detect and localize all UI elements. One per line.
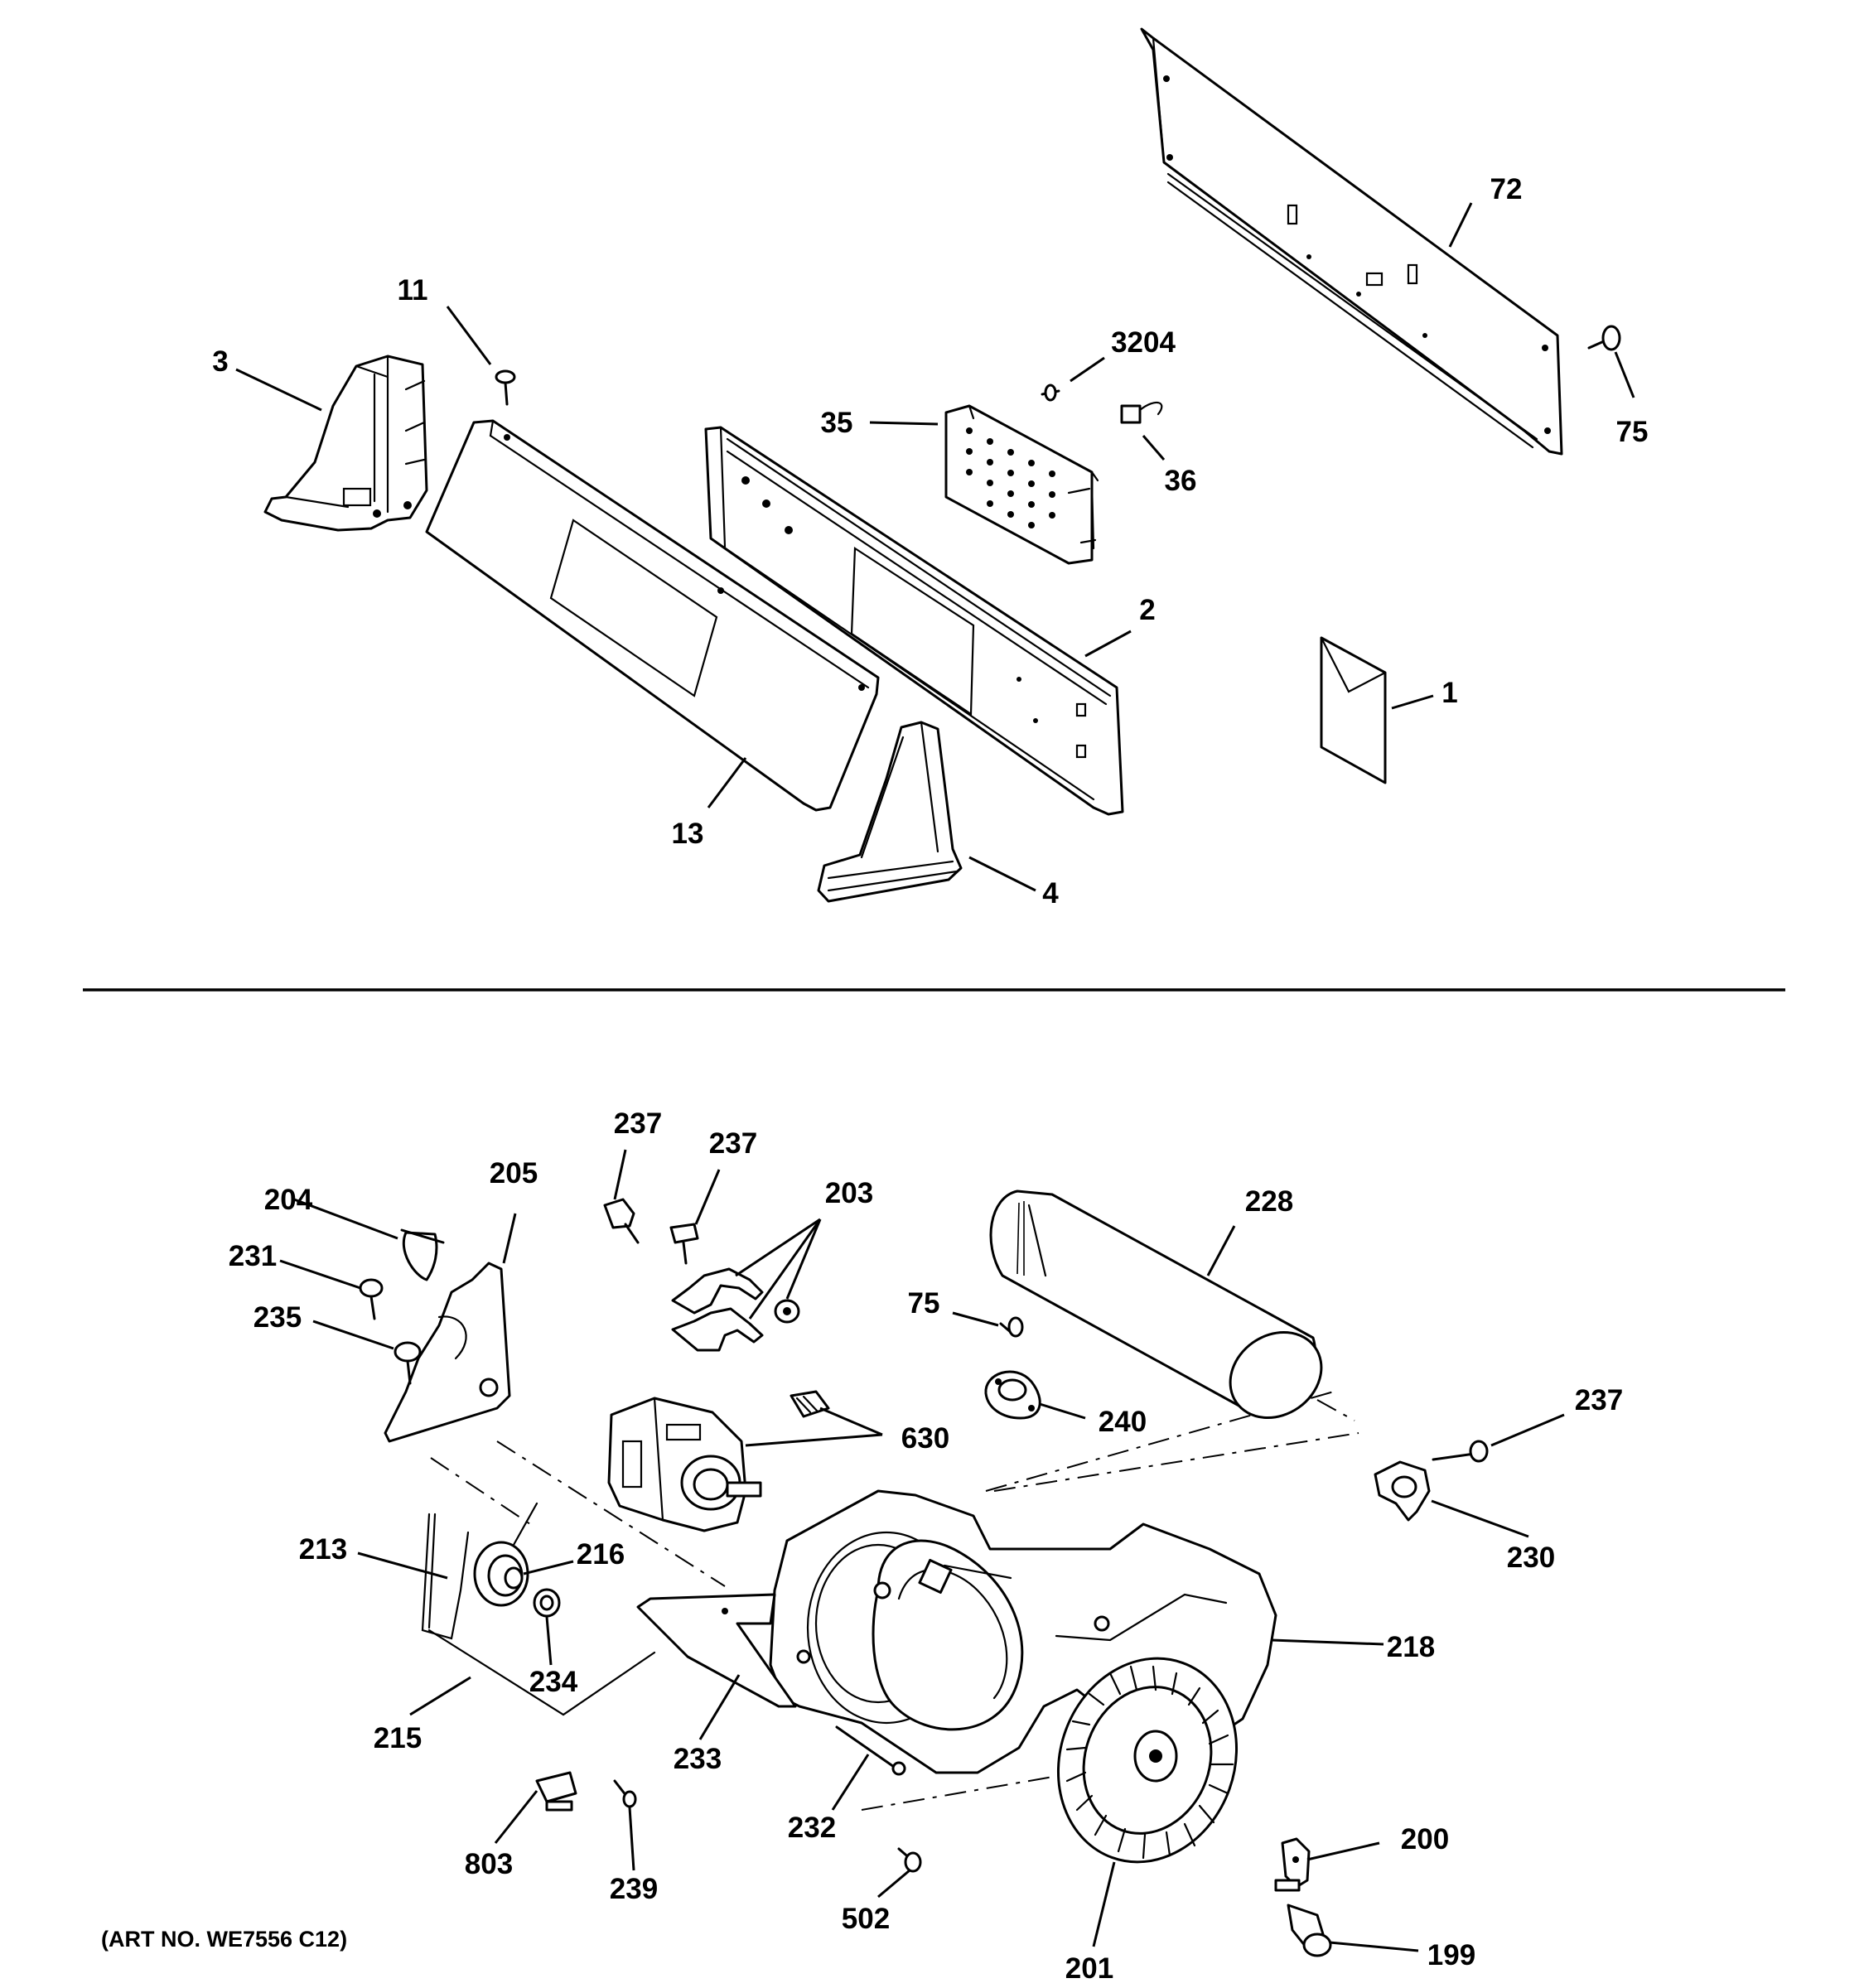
- wheel-vanes: [1065, 1665, 1234, 1860]
- clip-237-left: [603, 1198, 640, 1244]
- screw-3204: [1041, 384, 1060, 402]
- screw-75: [1587, 325, 1621, 351]
- screw-235: [394, 1341, 422, 1385]
- base-233: [636, 1593, 797, 1708]
- switch-630: [790, 1390, 830, 1418]
- switch-803: [535, 1771, 577, 1812]
- motor: [607, 1397, 762, 1532]
- callout-237-right: 237: [1575, 1384, 1623, 1416]
- thermostat-240: [984, 1370, 1041, 1420]
- callout-231: 231: [229, 1240, 277, 1272]
- callout-204: 204: [264, 1184, 313, 1216]
- control-panel-13: [425, 419, 880, 812]
- callout-234: 234: [529, 1666, 578, 1698]
- callout-205: 205: [490, 1157, 538, 1189]
- callout-228: 228: [1245, 1185, 1293, 1218]
- spring-215: [427, 1629, 656, 1716]
- clip-237-center: [669, 1223, 699, 1265]
- lower-leader-lines: [279, 1149, 1565, 1952]
- callout-13: 13: [672, 818, 704, 850]
- rear-panel-72: [1140, 27, 1563, 456]
- callout-200: 200: [1401, 1823, 1449, 1855]
- screw-502: [897, 1847, 922, 1873]
- callout-237-second: 237: [709, 1127, 757, 1160]
- callout-203: 203: [825, 1177, 873, 1209]
- callout-201: 201: [1065, 1952, 1113, 1985]
- callout-2: 2: [1139, 594, 1155, 626]
- screw-231: [359, 1278, 384, 1320]
- lower-callouts: 237 237 203 228 204 205 231 235 75 240 6…: [229, 1107, 1623, 1985]
- envelope-1: [1320, 636, 1387, 784]
- blower-wheel-201: [1056, 1657, 1239, 1864]
- callout-35: 35: [821, 407, 853, 439]
- nut-234: [533, 1588, 561, 1618]
- callout-11: 11: [398, 274, 428, 306]
- screw-199: [1287, 1904, 1332, 1957]
- end-cap-3: [263, 355, 428, 532]
- screw-11: [495, 369, 516, 406]
- screw-75-lower: [999, 1316, 1024, 1338]
- art-number: (ART NO. WE7556 C12): [101, 1927, 347, 1952]
- callout-230: 230: [1507, 1542, 1555, 1574]
- bracket-plate-35: [944, 404, 1099, 565]
- callout-75-lower: 75: [908, 1287, 940, 1320]
- lamp-socket-36: [1120, 401, 1163, 424]
- callout-213: 213: [299, 1533, 347, 1566]
- alignment-lines: [430, 1391, 1359, 1811]
- callout-75-upper: 75: [1616, 416, 1649, 448]
- callout-232: 232: [788, 1812, 836, 1844]
- callout-3204: 3204: [1111, 326, 1176, 359]
- straps-203: [671, 1267, 800, 1352]
- callout-233: 233: [674, 1743, 722, 1775]
- callout-215: 215: [374, 1722, 422, 1754]
- callout-3: 3: [212, 345, 228, 378]
- end-cap-4: [817, 721, 963, 903]
- clip-204: [400, 1228, 445, 1281]
- callout-240: 240: [1099, 1406, 1147, 1438]
- callout-235: 235: [254, 1301, 302, 1334]
- callout-630: 630: [901, 1422, 949, 1455]
- callout-4: 4: [1042, 877, 1059, 910]
- callout-239: 239: [610, 1873, 658, 1905]
- shaft-232: [835, 1725, 906, 1776]
- callout-216: 216: [577, 1538, 625, 1571]
- callout-199: 199: [1427, 1939, 1475, 1971]
- callout-502: 502: [842, 1903, 890, 1935]
- plate-holes: [966, 427, 1055, 528]
- callout-803: 803: [465, 1848, 513, 1880]
- callout-72: 72: [1490, 173, 1523, 205]
- callout-218: 218: [1387, 1631, 1435, 1663]
- idler-arm-213: [421, 1513, 470, 1640]
- callout-1: 1: [1441, 677, 1457, 709]
- callout-237-top: 237: [614, 1107, 662, 1140]
- duct-228: [989, 1189, 1323, 1420]
- screw-237-right: [1432, 1440, 1489, 1463]
- idler-pulley-216: [473, 1502, 538, 1607]
- callout-36: 36: [1165, 465, 1197, 497]
- clip-200: [1274, 1837, 1311, 1892]
- console-frame-2: [704, 426, 1124, 816]
- bracket-230: [1374, 1460, 1431, 1522]
- upper-callouts: 72 75 3204 36 35 11 3 2 1 13 4: [212, 173, 1648, 910]
- upper-leader-lines: [235, 202, 1635, 892]
- screw-239: [613, 1779, 637, 1808]
- motor-bracket-205: [384, 1262, 511, 1443]
